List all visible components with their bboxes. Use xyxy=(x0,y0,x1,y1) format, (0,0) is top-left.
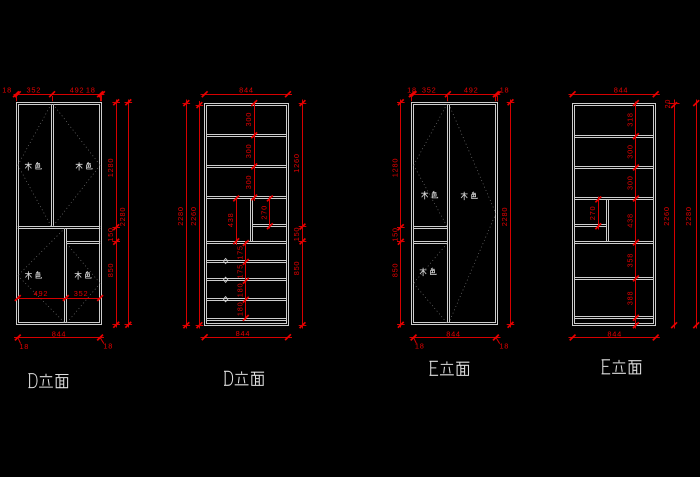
svg-text:850: 850 xyxy=(292,261,301,276)
svg-text:300: 300 xyxy=(244,144,253,159)
svg-text:18: 18 xyxy=(415,342,425,351)
svg-text:20: 20 xyxy=(663,99,672,109)
svg-text:150: 150 xyxy=(292,227,301,242)
svg-text:844: 844 xyxy=(239,85,254,94)
svg-text:18: 18 xyxy=(19,342,29,351)
svg-text:18: 18 xyxy=(499,342,509,351)
svg-text:438: 438 xyxy=(226,213,235,228)
svg-text:270: 270 xyxy=(588,206,597,221)
svg-text:844: 844 xyxy=(236,329,251,338)
svg-text:300: 300 xyxy=(244,112,253,127)
svg-text:2280: 2280 xyxy=(684,206,693,225)
svg-text:492: 492 xyxy=(70,85,85,94)
svg-text:318: 318 xyxy=(626,112,635,127)
svg-text:492: 492 xyxy=(464,85,479,94)
svg-text:2260: 2260 xyxy=(662,206,671,225)
svg-text:300: 300 xyxy=(244,175,253,190)
svg-text:844: 844 xyxy=(614,85,629,94)
svg-text:175: 175 xyxy=(236,245,245,260)
svg-text:388: 388 xyxy=(626,291,635,306)
svg-text:270: 270 xyxy=(260,205,269,220)
svg-text:18: 18 xyxy=(86,85,96,94)
svg-text:352: 352 xyxy=(74,289,89,298)
svg-text:300: 300 xyxy=(626,175,635,190)
svg-text:150: 150 xyxy=(391,227,400,242)
svg-text:2280: 2280 xyxy=(176,206,185,225)
svg-text:175: 175 xyxy=(236,264,245,279)
svg-text:1280: 1280 xyxy=(391,158,400,177)
svg-text:352: 352 xyxy=(422,85,437,94)
svg-text:844: 844 xyxy=(607,330,622,339)
svg-text:18: 18 xyxy=(407,85,417,94)
svg-text:150: 150 xyxy=(106,227,115,242)
svg-text:2280: 2280 xyxy=(500,207,509,226)
svg-text:1260: 1260 xyxy=(292,153,301,172)
svg-text:180: 180 xyxy=(236,283,245,298)
svg-text:2260: 2260 xyxy=(189,206,198,225)
svg-text:1280: 1280 xyxy=(106,158,115,177)
svg-text:438: 438 xyxy=(626,213,635,228)
svg-text:352: 352 xyxy=(27,85,42,94)
svg-text:18: 18 xyxy=(2,85,12,94)
svg-text:844: 844 xyxy=(446,330,461,339)
svg-text:850: 850 xyxy=(106,263,115,278)
svg-text:18: 18 xyxy=(103,342,113,351)
svg-text:300: 300 xyxy=(626,144,635,159)
svg-text:358: 358 xyxy=(626,253,635,268)
svg-text:844: 844 xyxy=(52,329,67,338)
svg-text:18: 18 xyxy=(500,85,510,94)
svg-text:180: 180 xyxy=(236,302,245,317)
svg-text:850: 850 xyxy=(391,263,400,278)
svg-text:492: 492 xyxy=(34,289,49,298)
svg-text:2280: 2280 xyxy=(118,207,127,226)
